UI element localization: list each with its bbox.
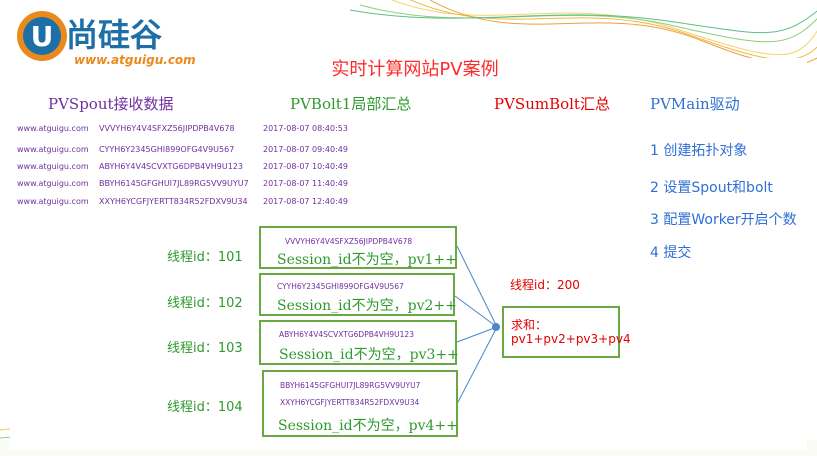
row-session: VVVYH6Y4V4SFXZ56JIPDPB4V678 (99, 124, 235, 133)
thread-label-103: 线程id：103 (167, 341, 243, 356)
page-title: 实时计算网站PV案例 (331, 59, 499, 80)
header-sumbolt: PVSumBolt汇总 (494, 95, 610, 113)
row-time: 2017-08-07 08:40:53 (263, 124, 348, 133)
header-bolt: PVBolt1局部汇总 (290, 95, 412, 113)
row-site: www.atguigu.com (17, 162, 89, 171)
logo-letter: U (31, 20, 54, 53)
logo: U 尚硅谷 www.atguigu.com (17, 11, 196, 67)
thread-label-102: 线程id：102 (167, 296, 243, 311)
bolt-box-102: CYYH6Y2345GHI899OFG4V9U567 Session_id不为空… (259, 273, 457, 316)
bolt-box-101: VVVYH6Y4V4SFXZ56JIPDPB4V678 Session_id不为… (259, 226, 457, 269)
row-session: XXYH6YCGFJYERTT834R52FDXV9U34 (99, 197, 248, 206)
header-main: PVMain驱动 (650, 95, 740, 113)
step-submit: 4 提交 (650, 245, 692, 261)
sum-box: 求和： pv1+pv2+pv3+pv4 (502, 306, 631, 358)
session-rule: Session_id不为空，pv1++ (277, 252, 457, 268)
row-session: BBYH6145GFGHUI7JL89RG5VV9UYU7 (99, 179, 249, 188)
thread-label-104: 线程id：104 (167, 400, 243, 415)
thread-label-101: 线程id：101 (167, 250, 243, 265)
row-time: 2017-08-07 10:40:49 (263, 162, 348, 171)
step-set-spout-bolt: 2 设置Spout和bolt (650, 180, 773, 196)
row-session: CYYH6Y2345GHI899OFG4V9U567 (99, 145, 235, 154)
session-code: ABYH6Y4V4SCVXTG6DPB4VH9U123 (279, 330, 414, 339)
step-create-topology: 1 创建拓扑对象 (650, 143, 748, 159)
row-time: 2017-08-07 12:40:49 (263, 197, 348, 206)
sum-formula: pv1+pv2+pv3+pv4 (511, 332, 631, 346)
sum-label: 求和： (511, 318, 548, 332)
row-time: 2017-08-07 09:40:49 (263, 145, 348, 154)
row-time: 2017-08-07 11:40:49 (263, 179, 348, 188)
row-site: www.atguigu.com (17, 145, 89, 154)
logo-brand: 尚硅谷 (66, 16, 162, 54)
session-code: VVVYH6Y4V4SFXZ56JIPDPB4V678 (285, 237, 413, 246)
session-code: CYYH6Y2345GHI899OFG4V9U567 (277, 282, 404, 291)
thread-label-200: 线程id：200 (510, 278, 580, 292)
session-code: BBYH6145GFGHUI7JL89RG5VV9UYU7 (280, 381, 421, 390)
session-rule: Session_id不为空，pv4++ (278, 418, 458, 434)
step-config-worker: 3 配置Worker开启个数 (650, 212, 797, 228)
session-rule: Session_id不为空，pv2++ (277, 298, 457, 314)
row-site: www.atguigu.com (17, 179, 89, 188)
row-site: www.atguigu.com (17, 124, 89, 133)
session-code: XXYH6YCGFJYERTT834R52FDXV9U34 (280, 398, 420, 407)
header-spout: PVSpout接收数据 (48, 95, 174, 113)
session-rule: Session_id不为空，pv3++ (279, 347, 459, 363)
row-site: www.atguigu.com (17, 197, 89, 206)
bolt-box-103: ABYH6Y4V4SCVXTG6DPB4VH9U123 Session_id不为… (259, 320, 459, 365)
row-session: ABYH6Y4V4SCVXTG6DPB4VH9U123 (99, 162, 243, 171)
bolt-box-104: BBYH6145GFGHUI7JL89RG5VV9UYU7 XXYH6YCGFJ… (262, 370, 458, 437)
logo-url: www.atguigu.com (74, 53, 196, 67)
